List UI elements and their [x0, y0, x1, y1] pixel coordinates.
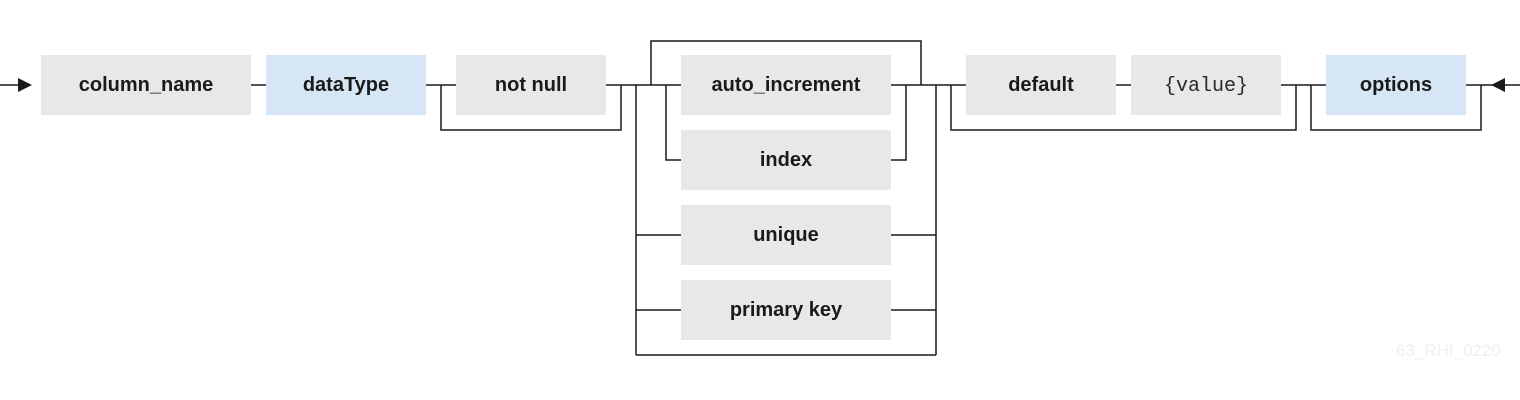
node-not-null: not null	[456, 55, 606, 115]
node-unique-label: unique	[753, 224, 819, 246]
node-default-label: default	[1008, 74, 1074, 96]
node-column-name: column_name	[41, 55, 251, 115]
diagram-connectors	[0, 40, 1520, 356]
node-options: options	[1326, 55, 1466, 115]
start-arrow-icon	[18, 78, 32, 92]
node-not-null-label: not null	[495, 74, 567, 96]
node-index-label: index	[760, 149, 812, 171]
end-arrow-icon	[1491, 78, 1505, 92]
node-auto-increment-label: auto_increment	[712, 74, 861, 96]
node-index: index	[681, 130, 891, 190]
node-unique: unique	[681, 205, 891, 265]
node-value: {value}	[1131, 55, 1281, 115]
node-primary-key-label: primary key	[730, 299, 843, 321]
figure-id-watermark: 63_RHI_0220	[1396, 341, 1501, 360]
node-data-type-label: dataType	[303, 74, 389, 96]
node-auto-increment: auto_increment	[681, 55, 891, 115]
node-primary-key: primary key	[681, 280, 891, 340]
node-value-label: {value}	[1164, 75, 1248, 98]
node-default: default	[966, 55, 1116, 115]
node-column-name-label: column_name	[79, 74, 213, 96]
node-data-type: dataType	[266, 55, 426, 115]
node-options-label: options	[1360, 74, 1432, 96]
